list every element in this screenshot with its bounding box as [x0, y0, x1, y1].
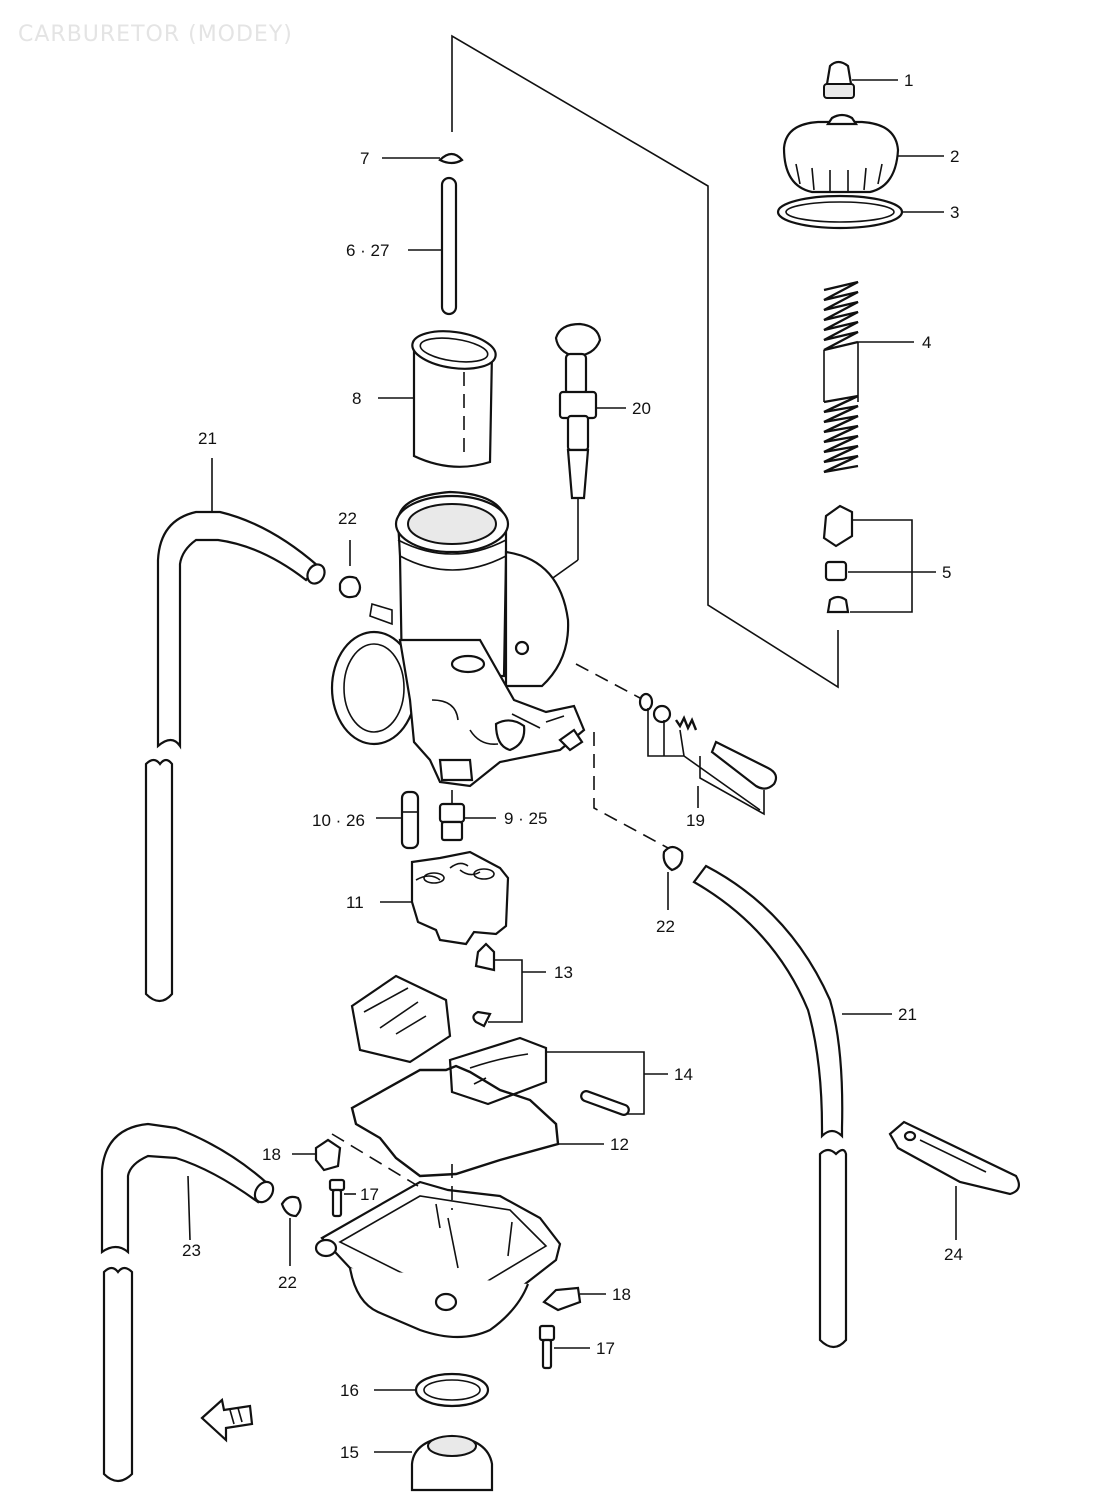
- callout-15: 15: [340, 1443, 359, 1462]
- callout-17-lower: 17: [596, 1339, 615, 1358]
- callout-4: 4: [922, 333, 931, 352]
- callout-11: 11: [346, 893, 364, 912]
- part-3-gasket: [776, 194, 904, 230]
- part-12-float-chamber-gasket: [350, 1064, 560, 1178]
- part-10-needle-jet: [400, 790, 420, 850]
- part-18-hose-fitting-lower: [542, 1286, 582, 1312]
- callout-21-left: 21: [198, 429, 217, 448]
- callout-21-right: 21: [898, 1005, 917, 1024]
- part-22-clip-a: [338, 575, 362, 599]
- leader-lines: [187, 79, 944, 1453]
- callout-22-c: 22: [278, 1273, 297, 1292]
- callout-18-upper: 18: [262, 1145, 281, 1164]
- part-19-pilot-air-screw-set: [638, 692, 778, 816]
- float-chamber-bowl: [314, 1133, 562, 1339]
- part-14-float-pieces: [350, 974, 668, 1116]
- callout-24: 24: [944, 1245, 963, 1264]
- callout-14: 14: [674, 1065, 693, 1084]
- part-22-clip-c: [280, 1195, 302, 1218]
- callout-1: 1: [904, 71, 913, 90]
- vent-hose-route-line: [593, 732, 669, 849]
- callout-20: 20: [632, 399, 651, 418]
- front-arrow-icon: [200, 1397, 254, 1443]
- callout-3: 3: [950, 203, 959, 222]
- part-16-o-ring: [414, 1372, 490, 1408]
- part-18-hose-fitting-upper: [314, 1138, 342, 1172]
- part-20-throttle-stop-screw: [465, 322, 602, 668]
- callout-13: 13: [554, 963, 573, 982]
- callout-5: 5: [942, 563, 951, 582]
- part-4-spring: [823, 280, 859, 474]
- air-screw-axis-line: [575, 663, 641, 699]
- part-21-vent-hose-right: [692, 864, 848, 1349]
- callout-23: 23: [182, 1241, 201, 1260]
- callout-22-a: 22: [338, 509, 357, 528]
- part-8-throttle-valve: [411, 330, 497, 468]
- callout-8: 8: [352, 389, 361, 408]
- callout-6-27: 6 · 27: [346, 241, 389, 260]
- callout-10-26: 10 · 26: [312, 811, 365, 830]
- callout-18-lower: 18: [612, 1285, 631, 1304]
- callout-16: 16: [340, 1381, 359, 1400]
- assembly-bracket-line: [451, 34, 839, 689]
- part-21-vent-hose-left: [144, 510, 326, 1003]
- carburetor-body: [330, 490, 586, 788]
- callout-labels: 1 2 3 4 5 6 · 27 7 8 9 · 25 10 · 26 11 1…: [182, 71, 963, 1462]
- callout-12: 12: [610, 1135, 629, 1154]
- part-15-drain-plug: [410, 1434, 494, 1492]
- part-3-gasket-inner: [785, 201, 895, 223]
- part-17-screw-upper: [328, 1178, 346, 1218]
- diagram-title: CARBURETOR (MODEY): [18, 22, 293, 47]
- part-1-cable-adjuster: [823, 60, 855, 99]
- part-22-clip-b: [662, 845, 684, 872]
- part-6-jet-needle: [440, 176, 458, 316]
- callout-19: 19: [686, 811, 705, 830]
- part-9-main-jet: [438, 790, 466, 842]
- part-11-float: [410, 850, 510, 946]
- part-23-overflow-hose: [100, 1122, 275, 1483]
- callout-17-upper: 17: [360, 1185, 379, 1204]
- callout-9-25: 9 · 25: [504, 809, 547, 828]
- part-24-hose-clamp: [888, 1120, 1021, 1240]
- callout-2: 2: [950, 147, 959, 166]
- part-5-needle-clip-set: [822, 504, 913, 614]
- part-16-o-ring-inner: [423, 1379, 481, 1401]
- part-17-screw-lower: [538, 1324, 556, 1370]
- part-13-needle-valve: [472, 942, 546, 1028]
- callout-7: 7: [360, 149, 369, 168]
- part-7-e-clip: [438, 152, 464, 165]
- part-2-top-cap: [782, 113, 900, 194]
- callout-22-b: 22: [656, 917, 675, 936]
